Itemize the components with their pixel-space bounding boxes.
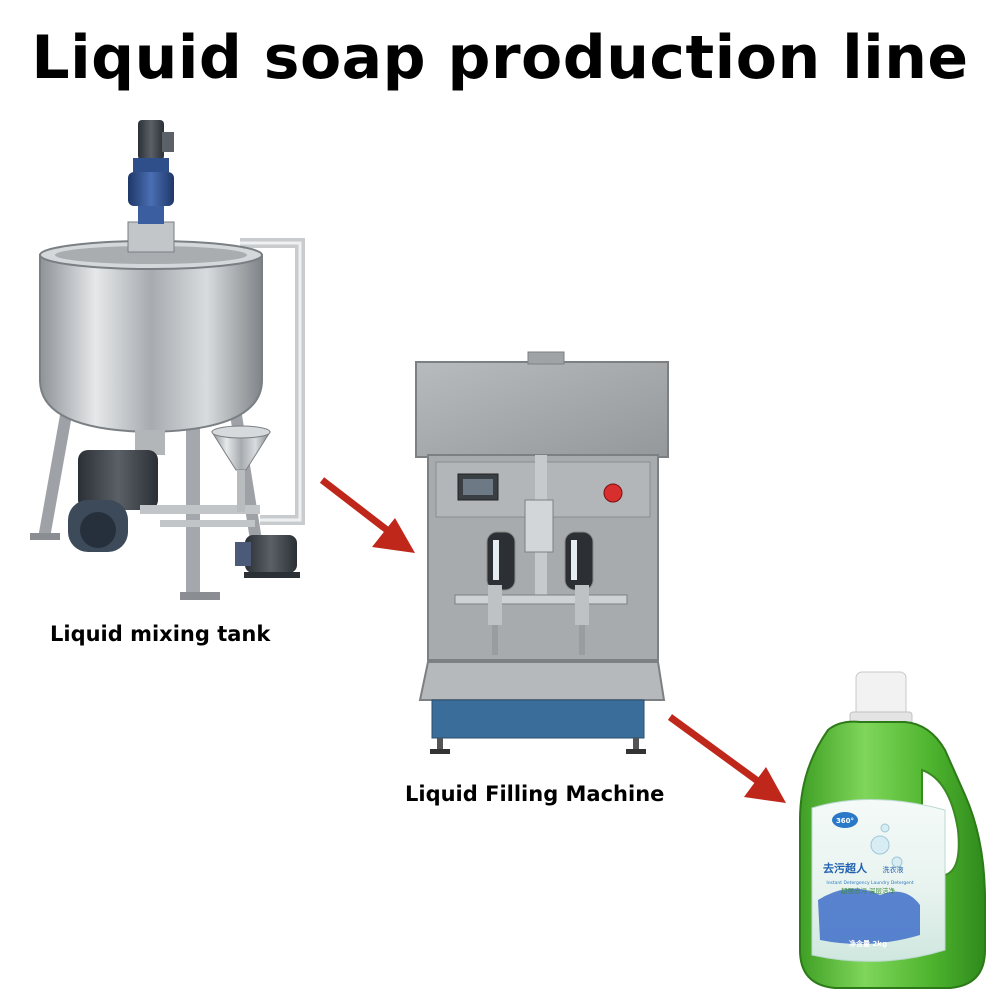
mixing-tank-icon bbox=[30, 120, 305, 600]
bottle-tagline: 超强去污 深层洁净 bbox=[841, 886, 896, 895]
detergent-bottle-icon: 360° 去污超人 洗衣液 Instant Detergency Laundry… bbox=[799, 671, 986, 989]
flow-arrow-1 bbox=[319, 477, 415, 553]
bottle-product-type: 洗衣液 bbox=[883, 865, 904, 874]
bottle-english: Instant Detergency Laundry Detergent bbox=[826, 880, 913, 886]
flow-arrow-2 bbox=[667, 714, 786, 803]
bottle-brand: 去污超人 bbox=[823, 861, 868, 875]
filling-machine-caption: Liquid Filling Machine bbox=[405, 782, 665, 806]
mixing-tank-caption: Liquid mixing tank bbox=[50, 622, 271, 646]
bottle-badge: 360° bbox=[836, 817, 854, 825]
bottle-net-content: 净含量 2kg bbox=[849, 939, 887, 948]
filling-machine-icon bbox=[415, 351, 669, 754]
page-title: Liquid soap production line bbox=[31, 23, 969, 93]
